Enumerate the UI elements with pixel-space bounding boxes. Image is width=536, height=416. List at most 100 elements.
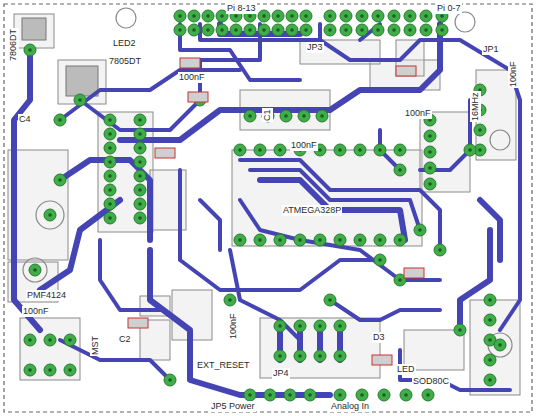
pad — [304, 389, 316, 401]
pad — [394, 234, 406, 246]
pad — [464, 144, 476, 156]
pad — [234, 144, 246, 156]
silkscreen-label: Pi 0-7 — [436, 3, 462, 14]
silkscreen-label: C2 — [118, 334, 132, 345]
pad — [24, 334, 36, 346]
pad — [354, 144, 366, 156]
pad — [134, 198, 146, 210]
pad — [420, 10, 432, 22]
drill-hole — [488, 358, 492, 362]
drill-hole — [108, 160, 112, 164]
copper-trace — [40, 200, 120, 290]
pad — [388, 24, 400, 36]
pad — [254, 144, 266, 156]
drill-hole — [206, 14, 210, 18]
pad — [424, 178, 436, 190]
drill-hole — [382, 393, 386, 397]
pad — [134, 156, 146, 168]
drill-hole — [262, 14, 266, 18]
silkscreen-label: PMF4124 — [26, 290, 67, 301]
drill-hole — [376, 14, 380, 18]
pad — [272, 10, 284, 22]
drill-hole — [376, 28, 380, 32]
drill-hole — [234, 28, 238, 32]
drill-hole — [304, 28, 308, 32]
drill-hole — [308, 393, 312, 397]
drill-hole — [378, 148, 382, 152]
drill-hole — [338, 354, 342, 358]
silkscreen-label: Pi 8-13 — [226, 3, 257, 14]
pad — [324, 24, 336, 36]
pad — [258, 24, 270, 36]
pad — [474, 124, 486, 136]
pad — [134, 170, 146, 182]
drill-hole — [262, 28, 266, 32]
pad — [300, 10, 312, 22]
silkscreen-label: 100nF — [228, 312, 239, 340]
drill-hole — [138, 146, 142, 150]
drill-hole — [33, 268, 37, 272]
pad — [334, 144, 346, 156]
pad — [316, 110, 328, 122]
smd-pad — [404, 268, 424, 278]
pad — [64, 334, 76, 346]
pad — [388, 10, 400, 22]
drill-hole — [488, 378, 492, 382]
drill-hole — [392, 28, 396, 32]
drill-hole — [108, 202, 112, 206]
drill-hole — [138, 118, 142, 122]
drill-hole — [48, 213, 52, 217]
drill-hole — [408, 28, 412, 32]
drill-hole — [278, 324, 282, 328]
silkscreen-label: 100nF — [178, 72, 206, 83]
drill-hole — [328, 298, 332, 302]
board-outline — [4, 4, 532, 412]
drill-hole — [68, 338, 72, 342]
pad — [374, 234, 386, 246]
pad — [372, 10, 384, 22]
pad — [104, 156, 116, 168]
copper-trace — [330, 300, 440, 320]
drill-hole — [178, 28, 182, 32]
pad — [324, 294, 336, 306]
pad — [404, 24, 416, 36]
drill-hole — [344, 28, 348, 32]
pad — [436, 24, 448, 36]
drill-hole — [234, 14, 238, 18]
silkscreen-label: 100nF — [290, 140, 318, 151]
pad — [404, 10, 416, 22]
pad — [294, 234, 306, 246]
pad — [54, 114, 66, 126]
drill-hole — [318, 238, 322, 242]
drill-hole — [108, 216, 112, 220]
drill-hole — [488, 338, 492, 342]
drill-hole — [168, 378, 172, 382]
pad — [494, 339, 506, 351]
pad — [424, 162, 436, 174]
pad — [484, 374, 496, 386]
pad — [134, 128, 146, 140]
pad — [134, 184, 146, 196]
drill-hole — [398, 238, 402, 242]
drill-hole — [138, 216, 142, 220]
component-outline — [14, 14, 54, 48]
pad — [372, 24, 384, 36]
circle-outline — [490, 130, 510, 150]
pad — [300, 24, 312, 36]
drill-hole — [318, 324, 322, 328]
pad — [340, 10, 352, 22]
pad — [394, 164, 406, 176]
pad — [264, 389, 276, 401]
copper-trace — [400, 350, 510, 390]
drill-hole — [458, 328, 462, 332]
pad — [104, 128, 116, 140]
drill-hole — [478, 148, 482, 152]
drill-hole — [338, 393, 342, 397]
pad — [424, 146, 436, 158]
silkscreen-label: MST — [90, 335, 101, 356]
drill-hole — [138, 160, 142, 164]
pad — [64, 364, 76, 376]
drill-hole — [28, 338, 32, 342]
pad — [280, 110, 292, 122]
